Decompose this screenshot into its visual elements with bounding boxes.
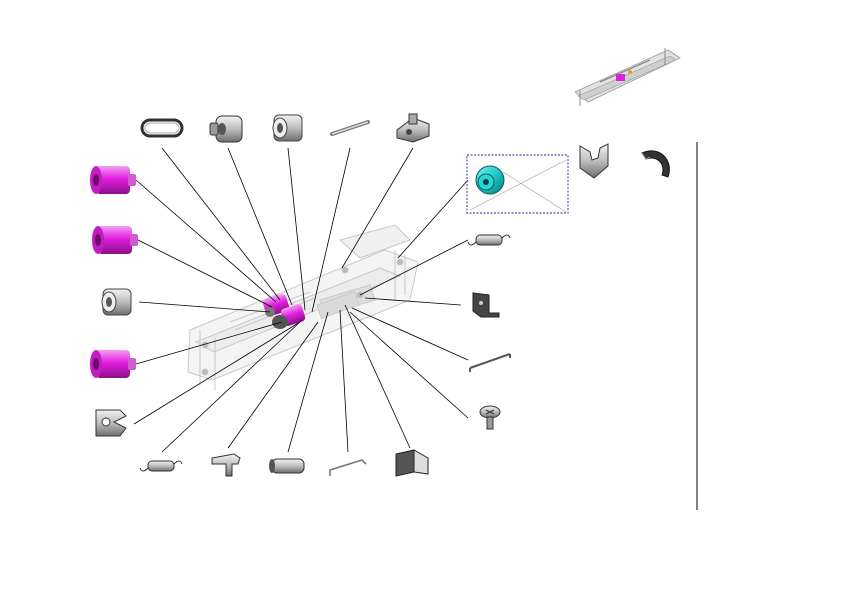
leader-line (161, 147, 281, 301)
leader-line (364, 297, 462, 306)
leader-line (341, 147, 414, 269)
leader-line (138, 301, 271, 313)
magenta-roller-icon (92, 226, 138, 254)
central-assembly (187, 224, 419, 390)
leader-line (359, 239, 469, 296)
shaft-icon (330, 120, 370, 136)
leader-lines (133, 147, 469, 453)
guide-block-icon (395, 449, 429, 477)
e-ring-icon (641, 150, 670, 178)
belt-icon (140, 118, 184, 138)
magenta-roller-icon (90, 350, 136, 378)
leader-line (135, 321, 283, 365)
wire-link-icon (329, 459, 367, 476)
leader-line (311, 147, 351, 313)
leader-line (287, 147, 306, 311)
gear-icon (475, 165, 505, 195)
roller-icon (269, 458, 305, 474)
leader-line (227, 147, 293, 306)
bracket-icon (95, 409, 127, 437)
holder-icon (396, 113, 430, 143)
leader-line (161, 319, 303, 453)
spring-icon (467, 234, 511, 246)
lever-icon (211, 453, 241, 477)
assembly-thumbnail-icon (562, 40, 682, 112)
leader-line (287, 311, 329, 453)
leader-line (137, 239, 273, 308)
bushing-icon (101, 288, 132, 316)
leader-line (227, 321, 319, 449)
collar-icon (209, 115, 243, 143)
leader-line (344, 304, 411, 449)
magenta-roller-icon (90, 166, 136, 194)
leader-line (397, 179, 469, 259)
spring-icon (139, 460, 183, 472)
rod-icon (469, 353, 511, 372)
screw-icon (479, 405, 501, 430)
leader-line (135, 179, 277, 303)
assembly-magenta-parts (262, 293, 306, 329)
leader-line (133, 321, 301, 425)
leader-line (351, 307, 469, 361)
plate-bracket-icon (472, 292, 500, 318)
leader-line (339, 309, 349, 453)
u-clip-icon (579, 143, 609, 179)
bushing-icon (272, 114, 303, 142)
parts-layer (90, 113, 670, 477)
leader-line (349, 311, 469, 419)
cyan-gear-frame (466, 154, 569, 214)
